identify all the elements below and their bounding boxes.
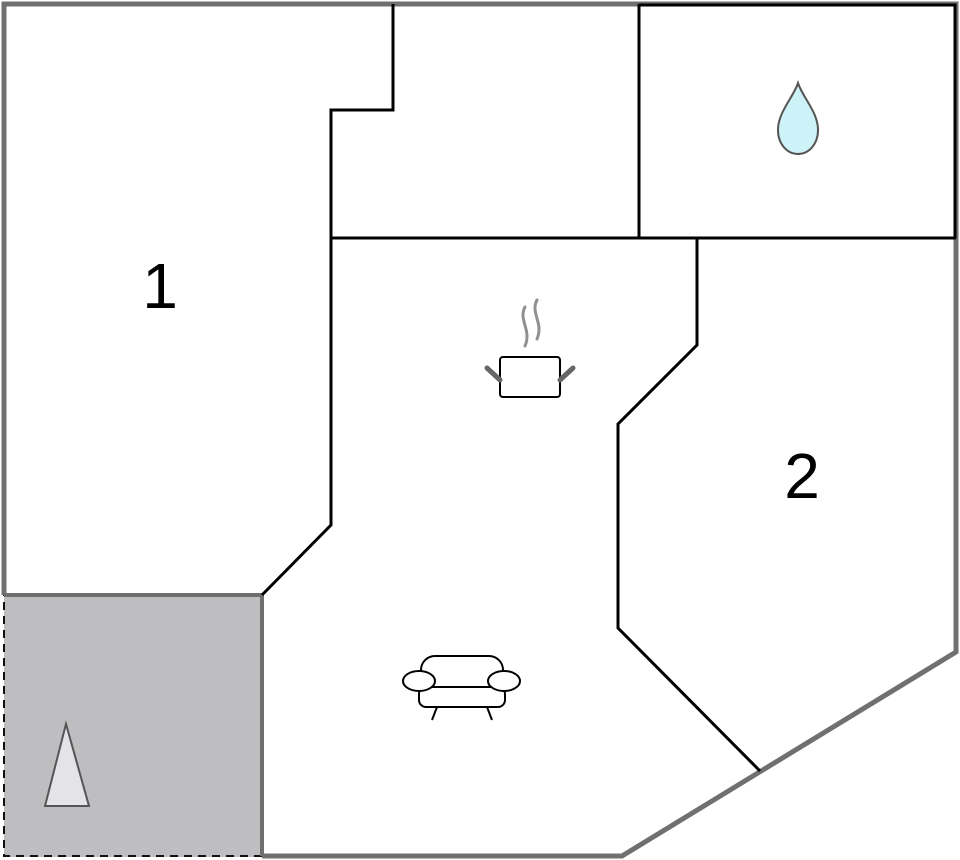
sofa-arm-right xyxy=(487,670,521,692)
room-label-2: 2 xyxy=(784,440,820,512)
terrace-area xyxy=(4,595,262,857)
sofa-icon xyxy=(402,655,521,721)
sofa-legs xyxy=(431,706,493,721)
water-drop-icon xyxy=(776,79,820,156)
terrace xyxy=(3,560,292,857)
bathroom-wall xyxy=(637,3,957,238)
terrace-dashed-border xyxy=(3,560,292,857)
pot-handles xyxy=(484,365,576,383)
cooking-pot-icon xyxy=(484,298,576,398)
interior-walls xyxy=(260,3,957,773)
sofa-seat xyxy=(418,686,506,708)
steam xyxy=(521,298,541,348)
conifer-tree-icon xyxy=(43,720,91,807)
wall-bedroom-2 xyxy=(616,238,762,773)
wall-bedroom-1 xyxy=(260,4,395,597)
sofa-arm-left xyxy=(402,670,436,692)
pot-body xyxy=(499,356,561,398)
room-label-1: 1 xyxy=(142,250,178,322)
